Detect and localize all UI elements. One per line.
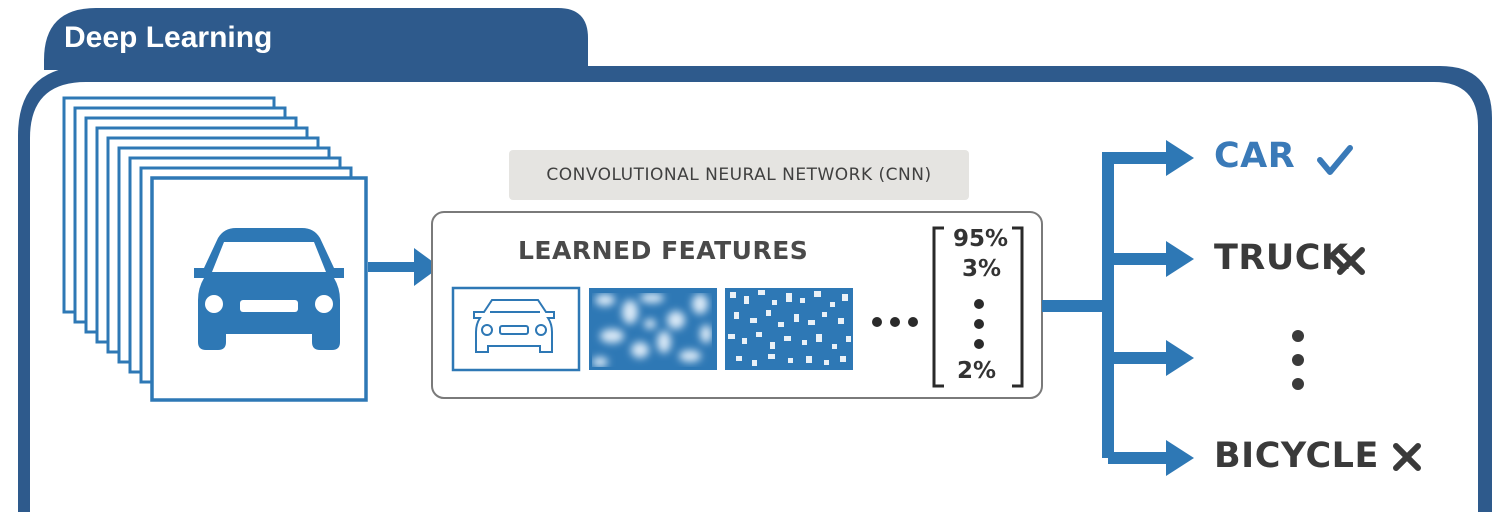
probability-vector-brackets	[932, 226, 1024, 388]
feature-map-blurred	[589, 288, 717, 370]
probability-car: 95%	[953, 226, 1009, 252]
feature-map-pixelated	[725, 288, 853, 370]
class-label-bicycle: BICYCLE	[1214, 436, 1379, 476]
car-icon	[194, 228, 344, 350]
ellipsis-icon	[872, 317, 918, 327]
vector-ellipsis-icon	[974, 299, 984, 349]
check-icon	[1317, 145, 1353, 175]
cnn-label: CONVOLUTIONAL NEURAL NETWORK (CNN)	[509, 150, 969, 200]
feature-map-car-outline	[451, 286, 581, 372]
learned-features-label: LEARNED FEATURES	[518, 236, 809, 265]
class-ellipsis-icon	[1292, 330, 1304, 390]
probability-bicycle: 2%	[957, 358, 997, 384]
page-title: Deep Learning	[64, 21, 273, 54]
arrow-icon	[368, 248, 440, 286]
class-label-car: CAR	[1214, 136, 1296, 176]
cross-icon	[1337, 247, 1365, 275]
title-tab	[44, 8, 588, 70]
cross-icon	[1393, 443, 1421, 471]
car-outline-icon	[473, 299, 555, 353]
output-arrows	[1042, 140, 1194, 476]
probability-truck: 3%	[962, 256, 1002, 282]
class-label-truck: TRUCK	[1214, 238, 1349, 278]
